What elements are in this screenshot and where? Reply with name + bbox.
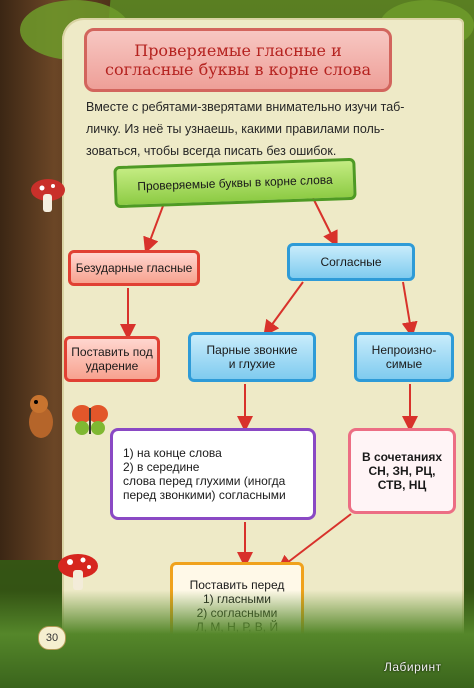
mushroom-icon	[58, 554, 98, 590]
arrow	[143, 205, 164, 254]
unpronounceable-consonants-node: Непроизно- симые	[354, 332, 454, 382]
watermark: Лабиринт	[384, 660, 442, 674]
arrow	[263, 281, 304, 337]
arrow	[276, 513, 352, 571]
page-number: 30	[38, 626, 66, 650]
paired-rule-node: 1) на конце слова 2) в середине слова пе…	[110, 428, 316, 520]
vowels-rule-node: Поставить под ударение	[64, 336, 160, 382]
page-title-text: Проверяемые гласные и согласные буквы в …	[105, 41, 371, 79]
page-title: Проверяемые гласные и согласные буквы в …	[84, 28, 392, 92]
arrow	[401, 281, 418, 338]
squirrel-icon	[29, 395, 53, 438]
paired-consonants-node: Парные звонкие и глухие	[188, 332, 316, 382]
butterfly-icon	[72, 405, 108, 435]
mushroom-icon	[31, 179, 65, 212]
grass-illustration	[0, 590, 474, 688]
arrow	[312, 197, 338, 248]
intro-text: Вместе с ребятами-зверятами внимательно …	[86, 100, 405, 158]
consonants-node: Согласные	[287, 243, 415, 281]
diagram-root-node: Проверяемые буквы в корне слова	[113, 157, 357, 209]
unstressed-vowels-node: Безударные гласные	[68, 250, 200, 286]
unpronounceable-rule-node: В сочетаниях СН, ЗН, РЦ, СТВ, НЦ	[348, 428, 456, 514]
